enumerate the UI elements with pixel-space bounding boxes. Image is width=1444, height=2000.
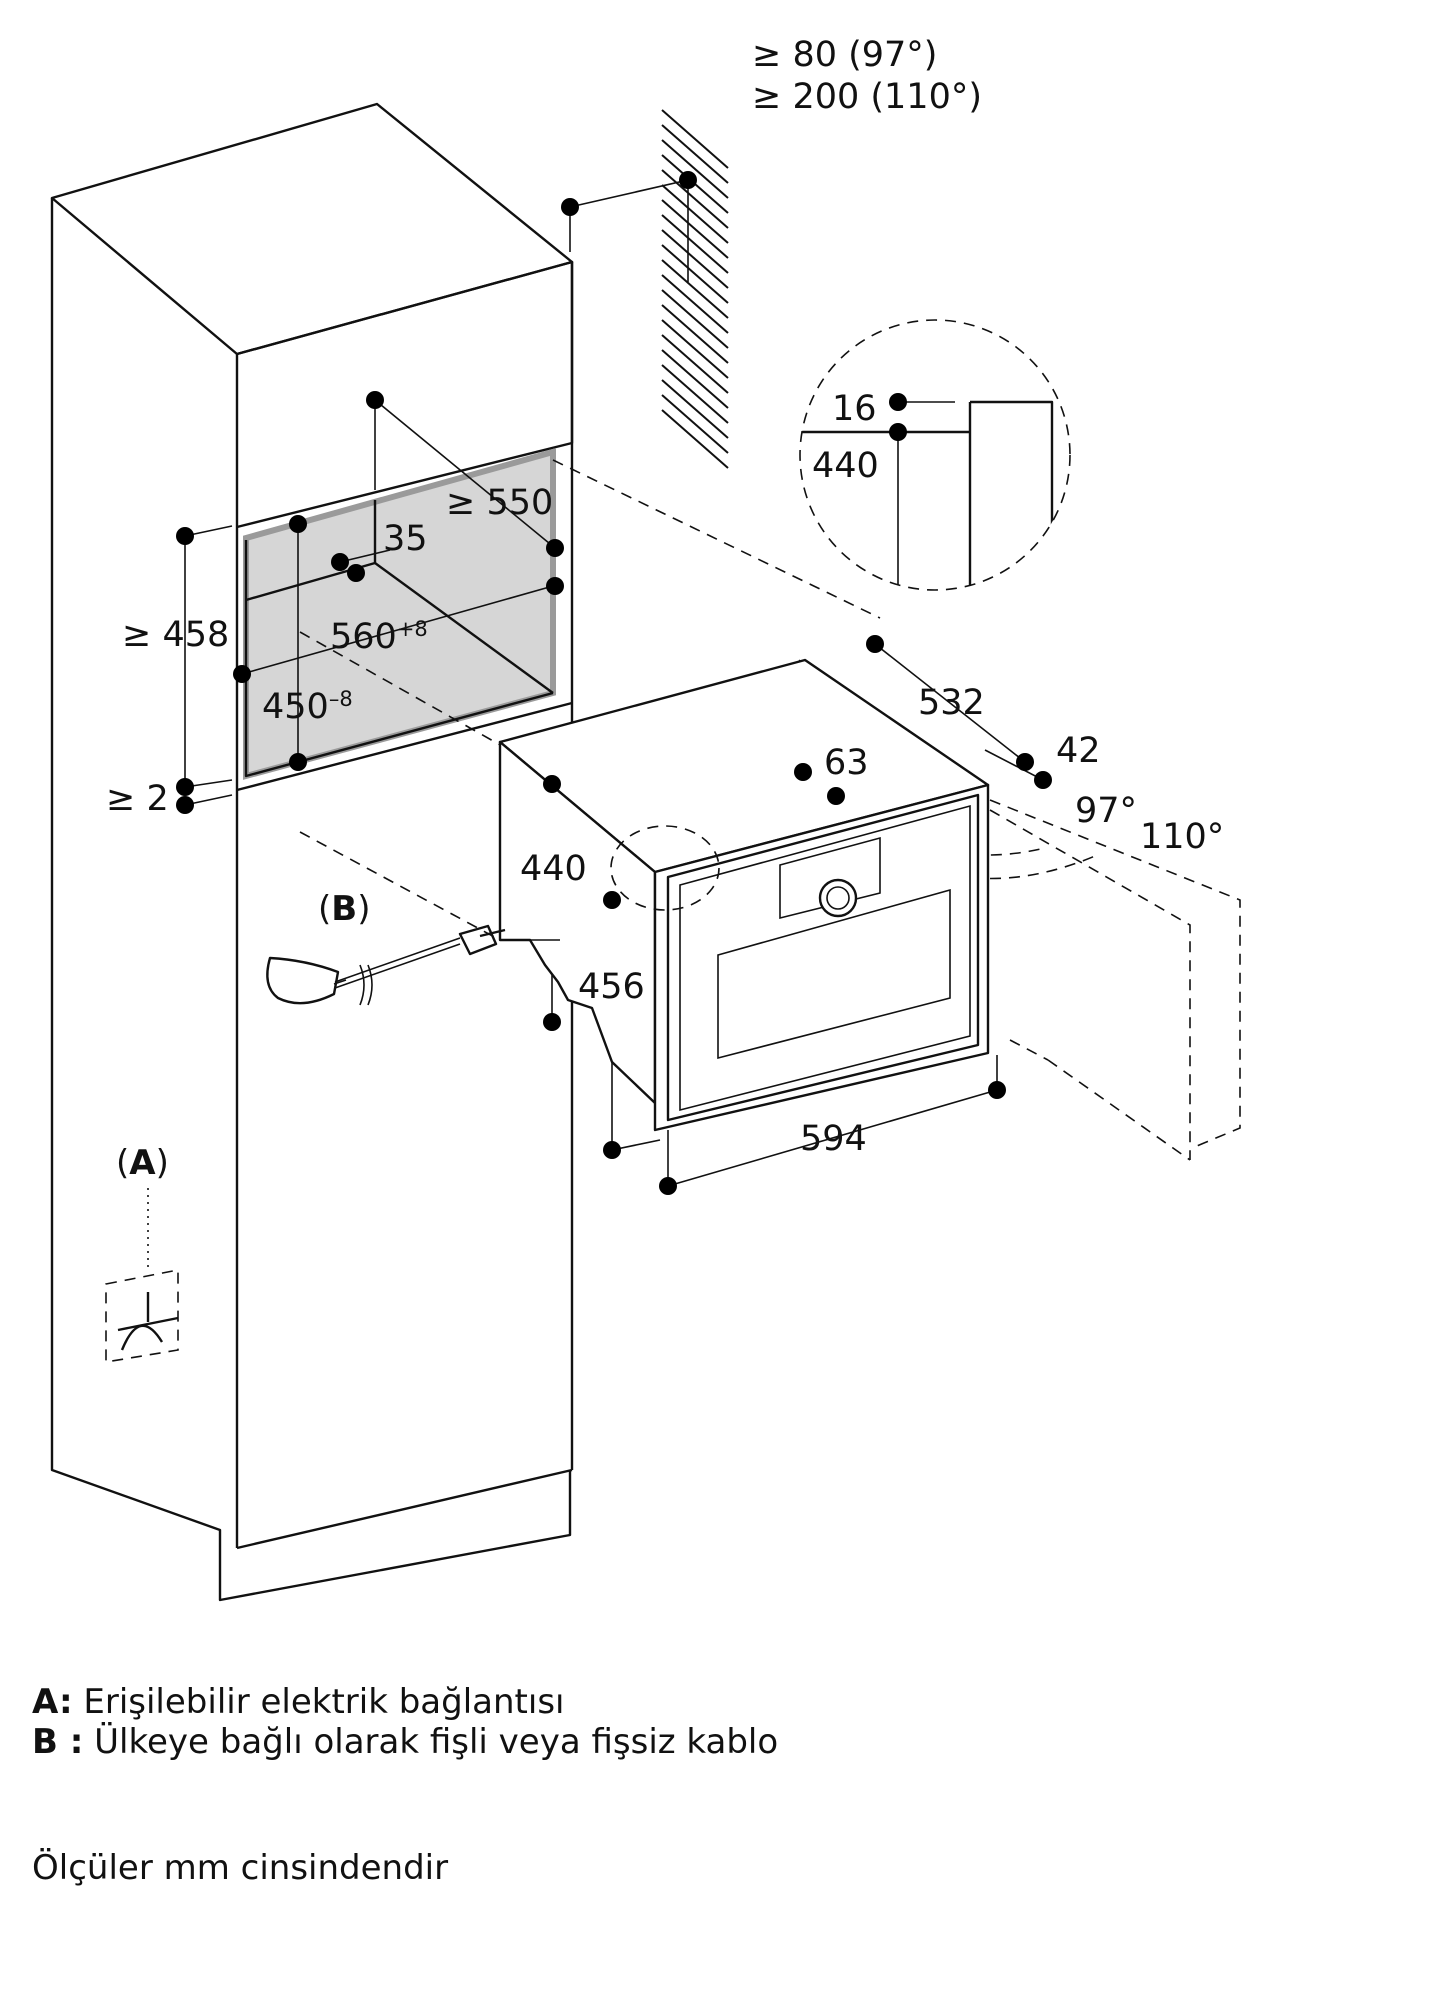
niche-opening [243, 448, 556, 780]
dimension-dot [1034, 771, 1052, 789]
dimension-dot [543, 1013, 561, 1031]
dim-oven-594: 594 [800, 1119, 867, 1159]
dimension-dot [659, 1177, 677, 1195]
dimension-dot [176, 796, 194, 814]
marker-b: (B) [318, 889, 370, 929]
vent-hatch-line [661, 304, 729, 364]
dimension-dot [679, 171, 697, 189]
marker-a: (A) [116, 1143, 169, 1183]
vent-hatch-line [661, 349, 729, 409]
vent-hatch-line [661, 274, 729, 334]
dimension-dot [546, 539, 564, 557]
dimension-dot [603, 1141, 621, 1159]
dimension-dot [546, 577, 564, 595]
dimension-dot [1016, 753, 1034, 771]
dimension-dot [176, 527, 194, 545]
dimension-dot [561, 198, 579, 216]
units-note: Ölçüler mm cinsindendir [32, 1848, 449, 1888]
vent-hatch-line [661, 319, 729, 379]
dimension-dot [794, 763, 812, 781]
dimension-dot [366, 391, 384, 409]
dimension-dot [827, 787, 845, 805]
dimension-dot [176, 778, 194, 796]
dim-35: 35 [383, 519, 428, 559]
dimension-dot [289, 515, 307, 533]
dimension-dot [866, 635, 884, 653]
legend-b: B : Ülkeye bağlı olarak fişli veya fişsi… [32, 1722, 779, 1762]
vent-hatch-line [661, 109, 729, 169]
dimension-dot [889, 393, 907, 411]
electrical-outlet-a [105, 1269, 179, 1363]
vent-hatch-line [661, 289, 729, 349]
dimension-dot [603, 891, 621, 909]
vent-hatch-line [661, 139, 729, 199]
dim-oven-63: 63 [824, 743, 869, 783]
dimension-dot [889, 423, 907, 441]
dimension-dot [289, 753, 307, 771]
dimension-dot [988, 1081, 1006, 1099]
dim-detail-16: 16 [832, 389, 877, 429]
letter-markers: (B) (A) [116, 889, 370, 1183]
vent-hatch-line [661, 229, 729, 289]
dim-vent-top: ≥ 80 (97°) [752, 35, 937, 75]
dim-vent-bottom: ≥ 200 (110°) [752, 77, 982, 117]
vent-hatch-line [661, 169, 729, 229]
dimension-dot [347, 564, 365, 582]
legend-a: A: Erişilebilir elektrik bağlantısı [32, 1682, 565, 1722]
dim-depth-550: ≥ 550 [446, 483, 553, 523]
dim-oven-440: 440 [520, 849, 587, 889]
vent-hatch-line [661, 334, 729, 394]
vent-hatch-line [661, 259, 729, 319]
vent-hatch-line [661, 184, 729, 244]
dim-height-450: 450–8 [262, 687, 353, 727]
dimension-dot [331, 553, 349, 571]
dimension-dot [543, 775, 561, 793]
oven-appliance [498, 658, 990, 1132]
dimension-dots [176, 171, 1052, 1195]
dimension-labels: ≥ 80 (97°) ≥ 200 (110°) 16 440 ≥ 550 35 … [106, 35, 1224, 1159]
dim-oven-42: 42 [1056, 731, 1101, 771]
dimension-dot [233, 665, 251, 683]
vent-hatch-line [661, 124, 729, 184]
dim-angle-97: 97° [1075, 791, 1137, 831]
power-cable [266, 924, 560, 1006]
vent-hatch-line [661, 379, 729, 439]
dim-oven-456: 456 [578, 967, 645, 1007]
dim-angle-110: 110° [1140, 817, 1224, 857]
vent-hatch-line [661, 394, 729, 454]
vent-hatch-line [661, 214, 729, 274]
vent-hatch-line [661, 199, 729, 259]
dim-width-560: 560+8 [330, 617, 428, 657]
vent-hatch-line [661, 364, 729, 424]
dim-detail-440: 440 [812, 446, 879, 486]
dim-gap-2: ≥ 2 [106, 779, 169, 819]
dim-oven-532: 532 [918, 683, 985, 723]
vent-hatch-line [661, 244, 729, 304]
tall-cabinet [50, 102, 574, 1602]
dim-height-458: ≥ 458 [122, 615, 229, 655]
vent-hatch-line [661, 409, 729, 469]
vent-hatching [661, 109, 729, 469]
